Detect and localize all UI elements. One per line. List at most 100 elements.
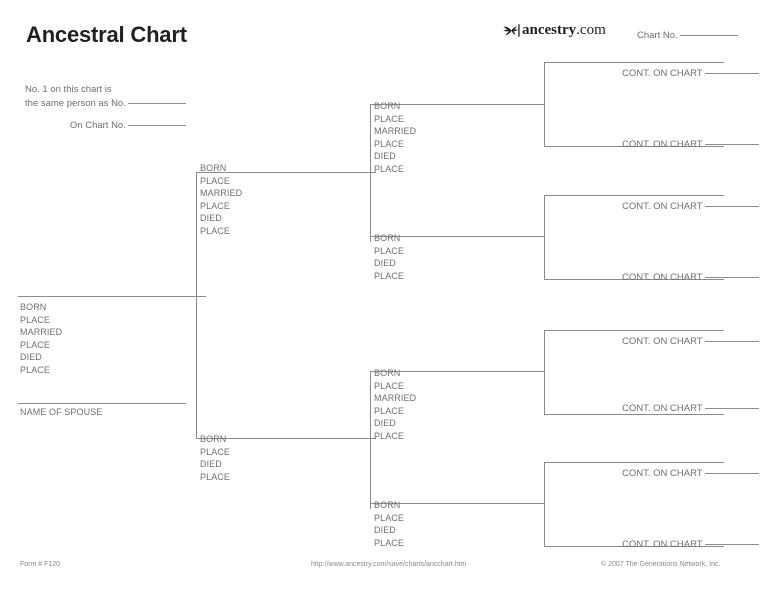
gen2-father-name-rule	[196, 172, 376, 173]
gen1-field-2: MARRIED	[20, 327, 63, 338]
gen2-mother-field-3: PLACE	[200, 471, 231, 482]
gen3-pgf-stem	[535, 104, 545, 105]
gen3-mgm-name-rule	[370, 503, 545, 504]
gen4-rule-4	[544, 279, 724, 280]
gen3-pgm-field-0: BORN	[374, 233, 401, 243]
page-title: Ancestral Chart	[26, 22, 187, 47]
gen3-mgf-fields: BORN PLACE MARRIED PLACE DIED PLACE	[374, 367, 416, 443]
same-person-no-blank[interactable]	[127, 102, 186, 104]
note-line-3-label: On Chart No.	[69, 120, 126, 131]
chart-number-label: Chart No.	[637, 30, 678, 41]
gen4-cont-8[interactable]: CONT. ON CHART	[622, 539, 759, 550]
gen3-mgf-field-3: PLACE	[374, 405, 405, 416]
gen4-cont-2-label: CONT. ON CHART	[622, 139, 703, 150]
footer-url[interactable]: http://www.ancestry.com/save/charts/ancc…	[311, 561, 467, 568]
gen4-cont-6-blank[interactable]	[704, 407, 759, 409]
gen2-mother-field-0: BORN	[200, 434, 227, 444]
gen4-cont-2[interactable]: CONT. ON CHART	[622, 139, 759, 150]
ancestry-leaf-icon	[503, 23, 520, 37]
gen3-mgf-stem	[535, 371, 545, 372]
gen2-father-field-4: DIED	[200, 213, 222, 224]
gen3-mgm-stem	[535, 503, 545, 504]
gen4-cont-7[interactable]: CONT. ON CHART	[622, 468, 759, 479]
gen4-cont-5-blank[interactable]	[704, 340, 759, 342]
gen1-field-0: BORN	[20, 302, 47, 312]
gen2-father-stem	[366, 172, 376, 173]
footer-copyright: © 2007 The Generations Network, Inc.	[601, 561, 721, 568]
gen2-father-field-5: PLACE	[200, 225, 231, 236]
gen4-cont-4-blank[interactable]	[704, 276, 759, 278]
gen3-pgf-field-1: PLACE	[374, 113, 405, 124]
gen4-cont-1[interactable]: CONT. ON CHART	[622, 68, 759, 79]
footer-form-number: Form # F120	[20, 561, 61, 568]
chart-number-blank[interactable]	[679, 34, 738, 36]
gen3-pgf-field-0: BORN	[374, 101, 401, 111]
gen4-cont-1-label: CONT. ON CHART	[622, 68, 703, 79]
gen3-pgf-field-4: DIED	[374, 151, 396, 162]
gen3-mgf-field-4: DIED	[374, 418, 396, 429]
gen3-pgf-field-2: MARRIED	[374, 126, 417, 137]
gen4-rule-8	[544, 546, 724, 547]
gen1-field-3: PLACE	[20, 339, 51, 350]
gen4-cont-3-label: CONT. ON CHART	[622, 201, 703, 212]
gen3-mgm-field-1: PLACE	[374, 512, 405, 523]
gen4-cont-3-blank[interactable]	[704, 205, 759, 207]
gen4-cont-6-label: CONT. ON CHART	[622, 403, 703, 414]
gen3-pgm-name-rule	[370, 236, 545, 237]
gen3-mgf-field-0: BORN	[374, 368, 401, 378]
gen4-cont-2-blank[interactable]	[704, 143, 759, 145]
gen4-cont-7-label: CONT. ON CHART	[622, 468, 703, 479]
gen3-mgf-field-5: PLACE	[374, 430, 405, 441]
gen4-rule-1	[544, 62, 724, 63]
gen3-pgm-stem	[535, 236, 545, 237]
gen1-field-4: DIED	[20, 352, 42, 363]
gen3-pgm-field-3: PLACE	[374, 270, 405, 281]
gen3-pgm-field-1: PLACE	[374, 245, 405, 256]
gen4-cont-4-label: CONT. ON CHART	[622, 272, 703, 283]
ancestry-logo-text: ancestry.com	[522, 21, 606, 38]
gen4-cont-3[interactable]: CONT. ON CHART	[622, 201, 759, 212]
gen4-cont-8-label: CONT. ON CHART	[622, 539, 703, 550]
gen3-pgm-field-2: DIED	[374, 258, 396, 269]
gen1-spouse-rule	[18, 403, 186, 404]
gen2-father-field-2: MARRIED	[200, 188, 243, 199]
gen3-pgf-field-3: PLACE	[374, 138, 405, 149]
gen1-person-fields: BORN PLACE MARRIED PLACE DIED PLACE	[20, 301, 62, 377]
gen4-cont-1-blank[interactable]	[704, 72, 759, 74]
gen1-field-5: PLACE	[20, 364, 51, 375]
gen3-mgm-field-2: DIED	[374, 525, 396, 536]
note-line-2: the same person as No.	[25, 98, 126, 109]
gen4-rule-3	[544, 195, 724, 196]
gen1-to-gen2-stem	[196, 296, 206, 297]
gen3-upper-bracket-spine	[370, 104, 371, 242]
gen4-bracket-spine-2	[544, 195, 545, 279]
gen4-rule-2	[544, 146, 724, 147]
gen4-cont-8-blank[interactable]	[704, 543, 759, 545]
gen4-cont-5[interactable]: CONT. ON CHART	[622, 336, 759, 347]
chart-number-field[interactable]: Chart No.	[637, 30, 738, 41]
gen4-cont-7-blank[interactable]	[704, 472, 759, 474]
on-chart-no-row: On Chart No.	[25, 119, 186, 133]
gen2-mother-field-1: PLACE	[200, 446, 231, 457]
gen3-mgm-field-3: PLACE	[374, 537, 405, 548]
gen3-mgf-field-2: MARRIED	[374, 393, 417, 404]
chart-cross-reference-note: No. 1 on this chart is the same person a…	[25, 83, 186, 133]
gen3-pgf-name-rule	[370, 104, 545, 105]
gen1-field-1: PLACE	[20, 314, 51, 325]
gen2-mother-name-rule	[196, 438, 376, 439]
gen4-cont-4[interactable]: CONT. ON CHART	[622, 272, 759, 283]
gen4-bracket-spine-1	[544, 62, 545, 146]
gen2-father-field-1: PLACE	[200, 175, 231, 186]
gen4-rule-5	[544, 330, 724, 331]
on-chart-no-blank[interactable]	[127, 124, 186, 126]
logo-name-bold: ancestry	[522, 21, 577, 38]
gen4-cont-6[interactable]: CONT. ON CHART	[622, 403, 759, 414]
gen3-mgm-fields: BORN PLACE DIED PLACE	[374, 499, 404, 549]
gen3-pgf-fields: BORN PLACE MARRIED PLACE DIED PLACE	[374, 100, 416, 176]
gen3-mgf-field-1: PLACE	[374, 380, 405, 391]
gen3-mgf-name-rule	[370, 371, 545, 372]
gen4-cont-5-label: CONT. ON CHART	[622, 336, 703, 347]
note-line-1: No. 1 on this chart is	[25, 84, 112, 95]
gen2-father-field-3: PLACE	[200, 200, 231, 211]
